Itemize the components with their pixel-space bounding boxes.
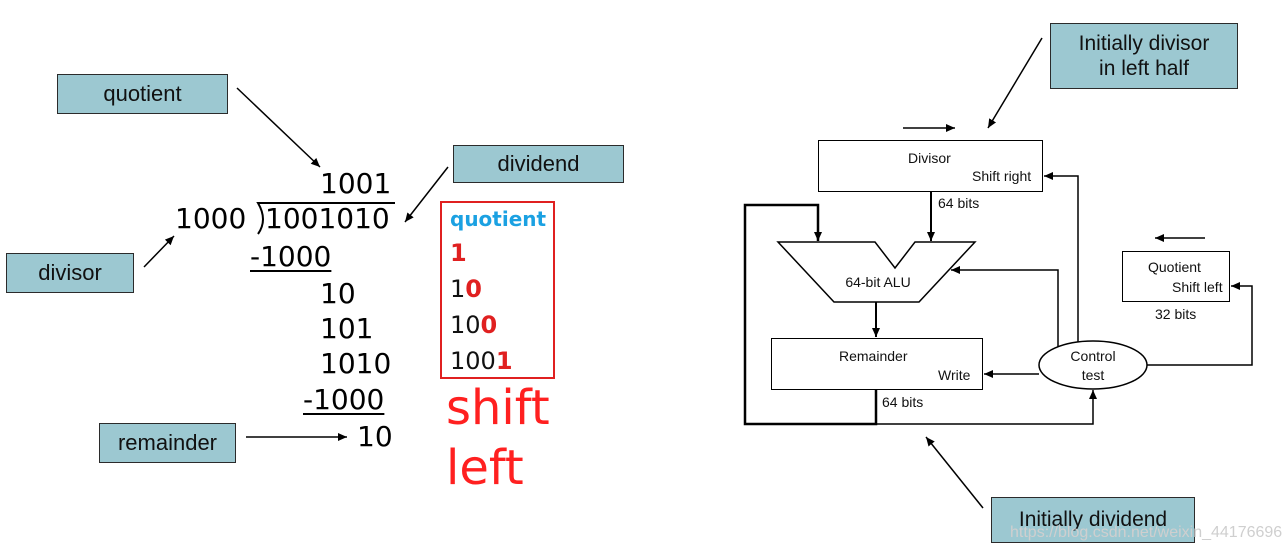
divisor-value: 1000 bbox=[175, 202, 247, 235]
control-ellipse bbox=[1038, 340, 1148, 390]
final-remainder: 10 bbox=[357, 420, 393, 453]
quotient-arrow bbox=[236, 87, 321, 168]
divisor-bits: 64 bits bbox=[938, 195, 980, 211]
shift-text: shift bbox=[446, 380, 550, 436]
quotient-step-2: 10 bbox=[450, 275, 482, 303]
quotient-steps-box: quotient 1 10 100 1001 bbox=[440, 201, 555, 379]
partial-remainder-1: 10 bbox=[320, 277, 356, 310]
initially-divisor-arrow bbox=[987, 37, 1043, 129]
quotient-bits: 32 bits bbox=[1155, 306, 1197, 322]
partial-remainder-2: 101 bbox=[320, 312, 374, 345]
quotient-register: Quotient Shift left bbox=[1122, 251, 1230, 302]
partial-remainder-3: 1010 bbox=[320, 347, 392, 380]
quotient-label: quotient bbox=[103, 80, 182, 106]
remainder-register-write: Write bbox=[938, 367, 971, 383]
alu-label: 64-bit ALU bbox=[845, 274, 910, 290]
quotient-label-box: quotient bbox=[57, 74, 228, 114]
remainder-feedback bbox=[743, 203, 878, 426]
initially-divisor-label: Initially divisor in left half bbox=[1078, 31, 1210, 80]
remainder-label-box: remainder bbox=[99, 423, 236, 463]
quotient-step-4: 1001 bbox=[450, 347, 513, 375]
divisor-register-shift: Shift right bbox=[972, 168, 1032, 184]
initially-dividend-arrow bbox=[925, 436, 984, 509]
quotient-step-1: 1 bbox=[450, 239, 467, 267]
initially-divisor-box: Initially divisor in left half bbox=[1050, 23, 1238, 89]
control-to-divisor bbox=[1044, 172, 1079, 342]
remainder-register: Remainder Write bbox=[771, 338, 983, 390]
control-label-2: test bbox=[1082, 367, 1105, 383]
divisor-register: Divisor Shift right bbox=[818, 140, 1043, 192]
divisor-register-title: Divisor bbox=[908, 150, 951, 166]
divisor-arrow bbox=[143, 235, 175, 268]
watermark: https://blog.csdn.net/weixin_44176696 bbox=[1010, 524, 1283, 541]
divisor-label-box: divisor bbox=[6, 253, 134, 293]
quotient-value: 1001 bbox=[320, 167, 392, 200]
divisor-label: divisor bbox=[38, 259, 102, 285]
left-text: left bbox=[446, 440, 524, 496]
initially-dividend-box: Initially dividend bbox=[991, 497, 1195, 543]
control-label-1: Control bbox=[1070, 348, 1115, 364]
remainder-bits: 64 bits bbox=[882, 394, 924, 410]
control-to-alu bbox=[951, 266, 1059, 347]
dividend-label: dividend bbox=[497, 150, 580, 176]
remainder-register-title: Remainder bbox=[839, 348, 908, 364]
quotient-register-shift: Shift left bbox=[1172, 279, 1223, 295]
quotient-step-3: 100 bbox=[450, 311, 498, 339]
initially-dividend-label: Initially dividend bbox=[1018, 508, 1168, 532]
alu-shape bbox=[776, 241, 977, 303]
quotient-register-title: Quotient bbox=[1148, 259, 1201, 275]
subtract-1: -1000 bbox=[250, 240, 332, 273]
subtract-2: -1000 bbox=[303, 383, 385, 416]
quotient-steps-header: quotient bbox=[450, 207, 547, 231]
remainder-label: remainder bbox=[117, 429, 218, 455]
dividend-value: 1001010 bbox=[265, 202, 390, 235]
dividend-label-box: dividend bbox=[453, 145, 624, 183]
